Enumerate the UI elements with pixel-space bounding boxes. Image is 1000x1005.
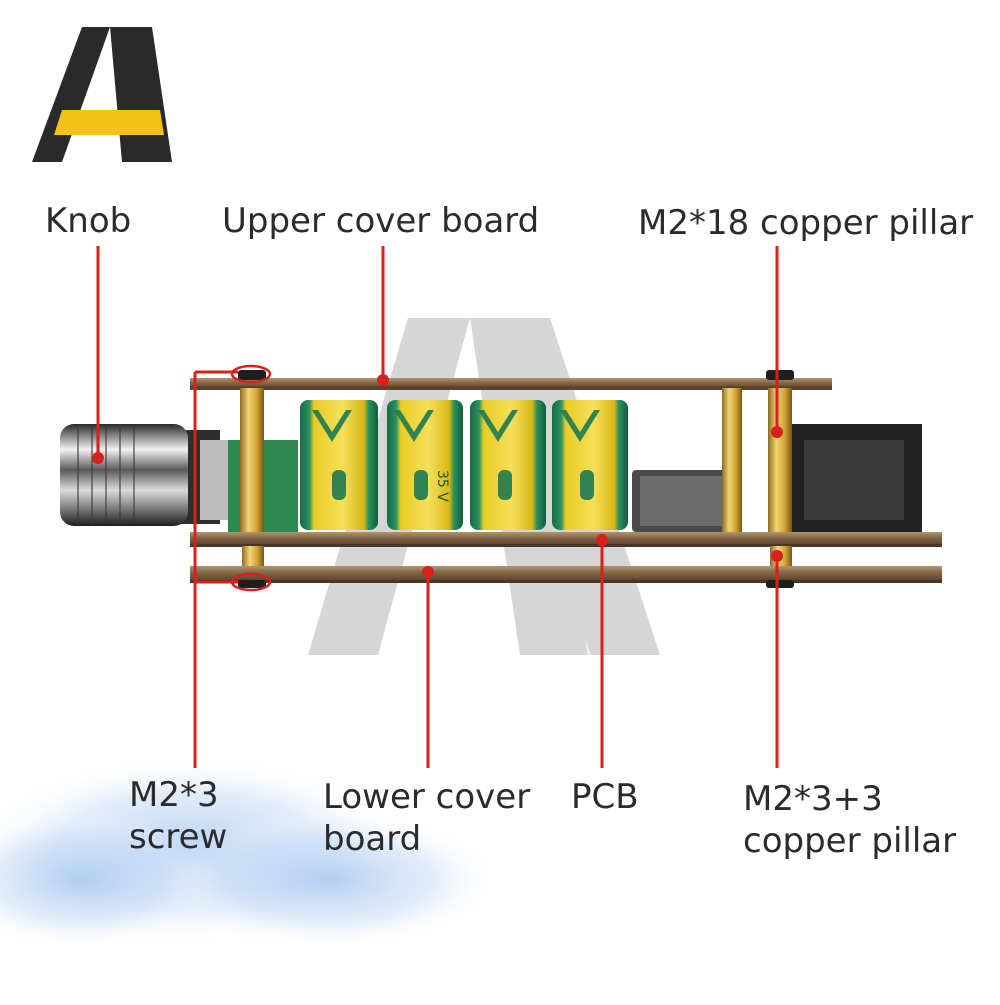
callout-lines: [96, 246, 779, 768]
knob-label: Knob: [45, 201, 132, 241]
brand-logo-icon: [32, 27, 172, 162]
capacitors: 35 V: [300, 400, 628, 530]
knob: [60, 424, 228, 526]
m2-3-3-copper-pillar-label-line-1: M2*3+3: [743, 779, 883, 819]
m2-3-screw-label-line-2: screw: [129, 817, 228, 857]
m2-3-3-copper-pillar-label: M2*3+3 copper pillar: [743, 778, 956, 862]
upper-cover-board-label: Upper cover board: [222, 201, 540, 241]
m2-18-copper-pillars: [240, 388, 792, 534]
m2-3-3-copper-pillar-label-line-2: copper pillar: [743, 821, 957, 861]
lower-cover-board: [190, 566, 942, 583]
lower-cover-board-label: Lower cover board: [323, 776, 530, 860]
callout-dots: [92, 374, 783, 578]
m2-3-screw-label: M2*3 screw: [129, 774, 227, 858]
cloud-backdrop: [0, 755, 500, 950]
capacitor-marking: 35 V: [434, 470, 450, 502]
pcb-board: [190, 532, 942, 547]
upper-cover-board: [190, 378, 832, 390]
m2-18-copper-pillar-label: M2*18 copper pillar: [638, 203, 974, 243]
m2-3-screw-label-line-1: M2*3: [129, 775, 219, 815]
lower-cover-board-label-line-1: Lower cover: [323, 777, 531, 817]
pcb-label: PCB: [571, 777, 639, 817]
lower-cover-board-label-line-2: board: [323, 819, 422, 859]
